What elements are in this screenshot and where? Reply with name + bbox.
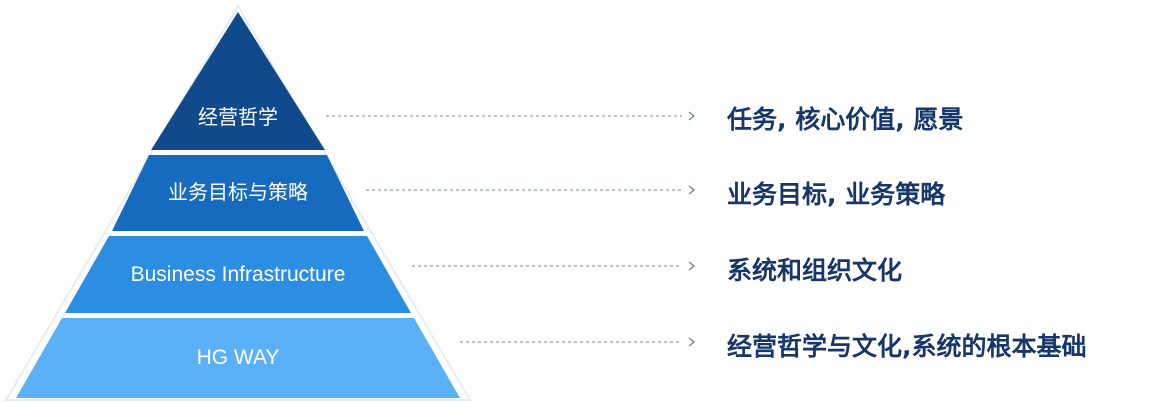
tier-shape-1 (151, 12, 325, 150)
tier-shape-4 (16, 318, 460, 398)
tier-shape-3 (65, 236, 411, 313)
tier-label-philosophy: 经营哲学 (198, 105, 278, 129)
chevron-right-icon (688, 337, 695, 347)
tier-shape-2 (112, 155, 364, 231)
chevron-right-icon (688, 111, 695, 121)
description-philosophy: 任务, 核心价值, 愿景 (726, 105, 963, 134)
tier-label-goals-strategy: 业务目标与策略 (168, 180, 308, 204)
description-hg-way: 经营哲学与文化,系统的根本基础 (727, 332, 1087, 361)
tier-label-infrastructure: Business Infrastructure (131, 263, 346, 286)
tier-label-hg-way: HG WAY (197, 346, 280, 369)
chevron-right-icon (688, 185, 695, 195)
description-goals-strategy: 业务目标, 业务策略 (727, 180, 946, 209)
description-infrastructure: 系统和组织文化 (727, 256, 902, 285)
chevron-right-icon (688, 261, 695, 271)
